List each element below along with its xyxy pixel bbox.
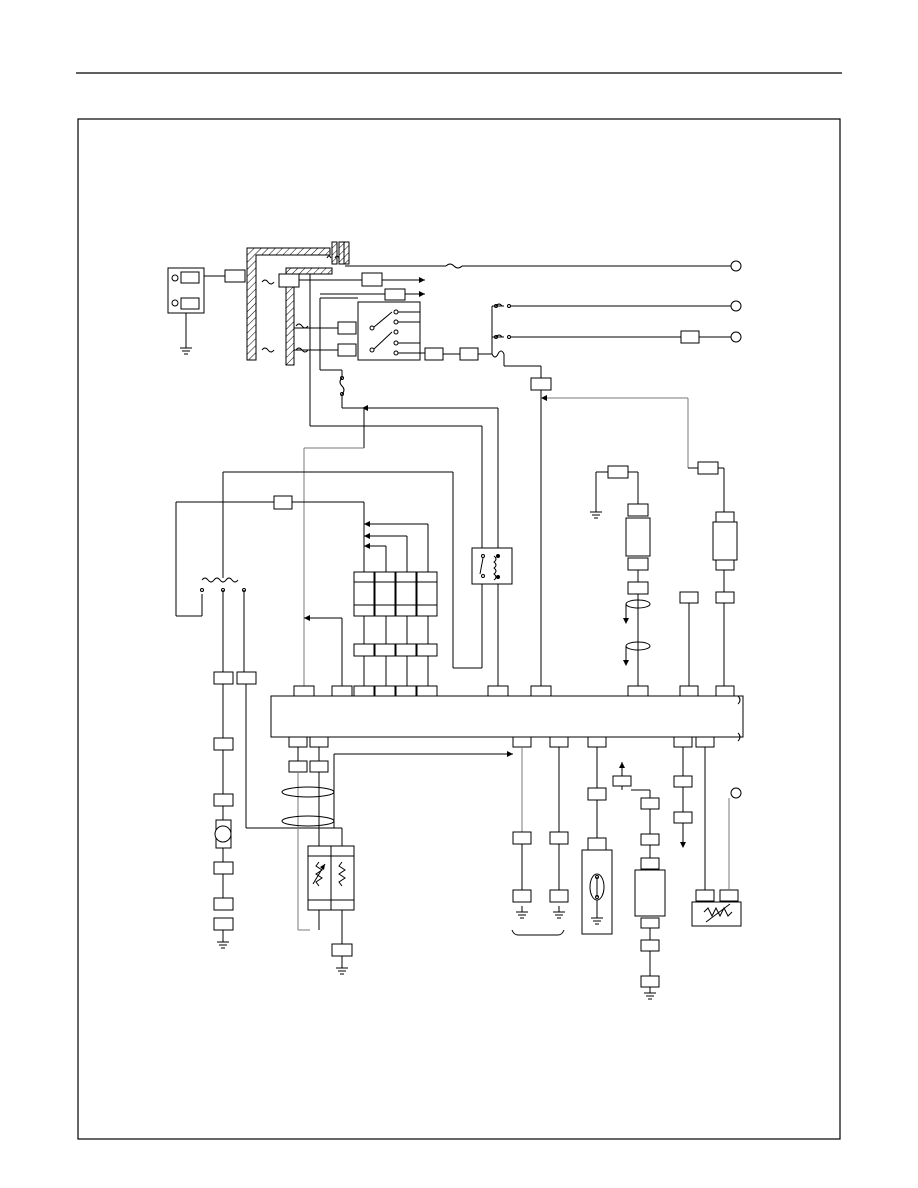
cylinder-sensor <box>612 762 666 1000</box>
motor-icon <box>214 825 232 843</box>
right-lower-circuits <box>673 747 742 927</box>
connector-circle-3 <box>730 331 742 343</box>
relay-module <box>471 547 513 585</box>
dual-sensor-circuit <box>281 747 513 975</box>
relay-stack <box>353 521 438 686</box>
connector-circle-4 <box>730 787 742 799</box>
control-module <box>270 685 744 748</box>
right-sensor-wiring <box>541 395 738 686</box>
ignition-switch <box>294 297 492 361</box>
connector-circle-1 <box>730 260 742 272</box>
battery-block <box>167 267 246 355</box>
ground-circuits <box>511 747 569 936</box>
left-loop-wiring <box>175 471 483 672</box>
connector-circle-2 <box>730 300 742 312</box>
motor-circuit <box>213 671 343 949</box>
switch-sensor <box>581 747 613 935</box>
left-feed-wiring <box>303 274 499 686</box>
power-lines <box>299 260 742 301</box>
fusible-link-harness <box>246 241 350 366</box>
diagram-frame <box>77 118 841 1140</box>
fuse-block-right <box>491 300 742 686</box>
